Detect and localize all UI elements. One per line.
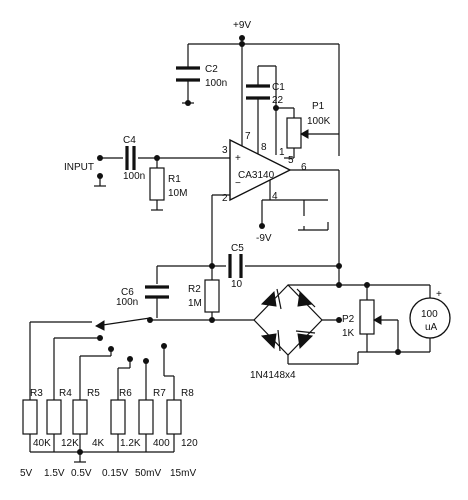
junction-dot [97, 173, 103, 179]
positive-rail-label: +9V [233, 20, 251, 31]
pin-7: 7 [245, 131, 251, 142]
pin-8: 8 [261, 142, 267, 153]
p2-ref: P2 [342, 314, 355, 325]
junction-dot [364, 282, 370, 288]
pin-5: 5 [288, 155, 294, 166]
junction-dot [185, 100, 191, 106]
c4-ref: C4 [123, 135, 136, 146]
r2-value: 1M [188, 298, 202, 309]
c5-value: 10 [231, 279, 243, 290]
junction-dot [97, 155, 103, 161]
r8-value: 120 [181, 438, 198, 449]
input-stage: INPUT C4 100n [64, 135, 230, 187]
range-label-1-5v: 1.5V [44, 468, 65, 479]
c2-value: 100n [205, 78, 227, 89]
pin-6: 6 [301, 162, 307, 173]
c6-ref: C6 [121, 287, 134, 298]
junction-dot [239, 35, 245, 41]
r1-ref: R1 [168, 174, 181, 185]
r6-ref: R6 [119, 388, 132, 399]
capacitor-c6: C6 100n [116, 285, 169, 308]
c5-ref: C5 [231, 243, 244, 254]
junction-dot [239, 41, 245, 47]
microammeter: + 100 uA [367, 284, 451, 353]
c6-value: 100n [116, 297, 138, 308]
resistor-r1: R1 10M [149, 158, 187, 211]
junction-dot [209, 317, 215, 323]
potentiometer-p1: P1 100K [276, 101, 339, 159]
r4-value: 12K [61, 438, 79, 449]
capacitor-c5: C5 10 [228, 243, 244, 290]
junction-dot [108, 346, 114, 352]
opamp-name: CA3140 [238, 170, 275, 181]
r6-value: 1.2K [120, 438, 141, 449]
r3-ref: R3 [30, 388, 43, 399]
p1-ref: P1 [312, 101, 325, 112]
junction-dot [336, 317, 342, 323]
junction-dot [154, 155, 160, 161]
negative-rail-label: -9V [256, 233, 272, 244]
resistor-r2: R2 1M [188, 279, 220, 313]
r7-ref: R7 [153, 388, 166, 399]
junction-dot [336, 263, 342, 269]
pin-4: 4 [272, 191, 278, 202]
range-switch [29, 317, 175, 400]
range-label-0-15v: 0.15V [102, 468, 128, 479]
r4-ref: R4 [59, 388, 72, 399]
range-label-50mv: 50mV [135, 468, 161, 479]
c1-ref: C1 [272, 82, 285, 93]
r2-ref: R2 [188, 284, 201, 295]
opamp-minus: − [235, 178, 241, 189]
c2-ref: C2 [205, 64, 218, 75]
r5-value: 4K [92, 438, 105, 449]
power-wiring: +9V -9V [182, 20, 340, 244]
pin-3: 3 [222, 145, 228, 156]
r7-value: 400 [153, 438, 170, 449]
capacitor-c1: C1 22 [246, 65, 285, 155]
divider-resistors: R3 R4 R5 R6 R7 R8 40K 12K 4K 1.2K 400 12… [22, 388, 198, 463]
diode-bridge: 1N4148x4 [250, 266, 340, 381]
opamp-ca3140: + − CA3140 3 2 7 8 1 5 6 4 [222, 131, 340, 266]
junction-dot [147, 317, 153, 323]
junction-dot [209, 263, 215, 269]
junction-dot [395, 349, 401, 355]
junction-dot [143, 358, 149, 364]
junction-dot [273, 105, 279, 111]
capacitor-c2: C2 100n [176, 64, 227, 89]
potentiometer-p2: P2 1K [288, 284, 399, 365]
r1-value: 10M [168, 188, 187, 199]
c4-value: 100n [123, 171, 145, 182]
pin-2: 2 [222, 193, 228, 204]
opamp-plus: + [235, 153, 241, 164]
c1-value: 22 [272, 95, 284, 106]
junctions [77, 35, 401, 455]
junction-dot [259, 223, 265, 229]
input-label: INPUT [64, 162, 94, 173]
feedback-network [150, 194, 339, 321]
junction-dot [77, 449, 83, 455]
junction-dot [97, 335, 103, 341]
junction-dot [127, 356, 133, 362]
meter-unit: uA [425, 322, 438, 333]
meter-value: 100 [421, 309, 438, 320]
range-label-0-5v: 0.5V [71, 468, 92, 479]
meter-plus: + [436, 289, 442, 300]
junction-dot [336, 282, 342, 288]
range-label-15mv: 15mV [170, 468, 196, 479]
p2-value: 1K [342, 328, 355, 339]
junction-dot [161, 343, 167, 349]
p1-value: 100K [307, 116, 331, 127]
r5-ref: R5 [87, 388, 100, 399]
bridge-label: 1N4148x4 [250, 370, 296, 381]
pin-1: 1 [279, 147, 285, 158]
range-label-5v: 5V [20, 468, 33, 479]
range-labels: 5V 1.5V 0.5V 0.15V 50mV 15mV [20, 468, 196, 479]
r3-value: 40K [33, 438, 51, 449]
r8-ref: R8 [181, 388, 194, 399]
